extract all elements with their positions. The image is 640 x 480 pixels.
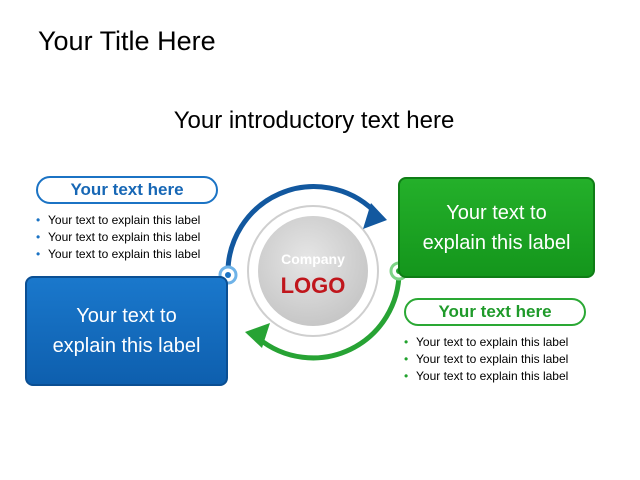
right-bullet-item: Your text to explain this label — [403, 351, 568, 368]
right-bullet-item: Your text to explain this label — [403, 334, 568, 351]
left-bullet-item: Your text to explain this label — [35, 246, 200, 263]
green-arrow-head — [245, 323, 270, 348]
left-bullet-item: Your text to explain this label — [35, 212, 200, 229]
center-circle — [258, 216, 368, 326]
intro-text: Your introductory text here — [173, 107, 455, 134]
right-label-box: Your text to explain this label — [398, 177, 595, 278]
right-bullet-list: Your text to explain this label Your tex… — [403, 334, 568, 385]
blue-node-dot — [225, 272, 231, 278]
right-label-heading: Your text here — [404, 298, 586, 326]
left-box-text: Your text to explain this label — [52, 305, 201, 357]
left-label-heading: Your text here — [36, 176, 218, 204]
green-cycle-arrow — [256, 269, 402, 361]
company-label: Company — [281, 251, 345, 267]
blue-cycle-arrow — [225, 184, 376, 276]
page-title: Your Title Here — [38, 26, 216, 56]
company-logo: Company LOGO — [260, 250, 366, 300]
right-box-text: Your text to explain this label — [422, 201, 571, 254]
left-bullet-item: Your text to explain this label — [35, 229, 200, 246]
left-bullet-list: Your text to explain this label Your tex… — [35, 212, 200, 263]
blue-arrow-head — [363, 203, 387, 229]
left-label-box: Your text to explain this label — [25, 276, 228, 386]
right-bullet-item: Your text to explain this label — [403, 368, 568, 385]
logo-label: LOGO — [280, 273, 346, 298]
